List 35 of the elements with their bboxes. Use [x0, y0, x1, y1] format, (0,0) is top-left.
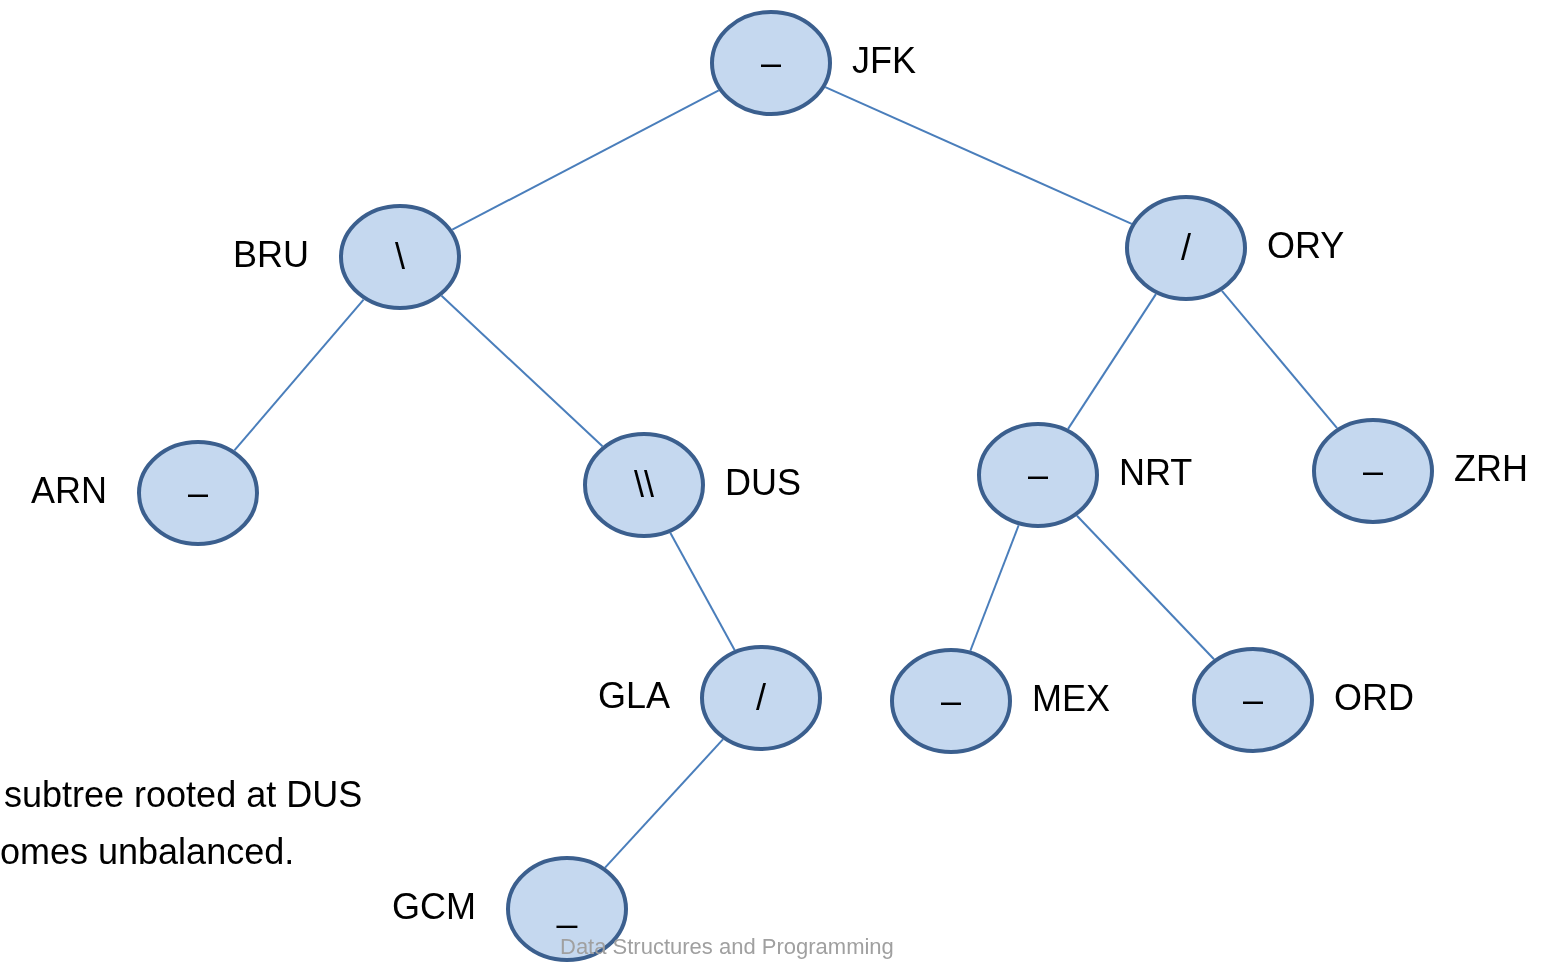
tree-edge — [1075, 514, 1216, 661]
balance-symbol: – — [187, 475, 209, 511]
node-label: DUS — [725, 463, 801, 503]
balance-symbol: – — [1242, 682, 1264, 718]
balance-symbol: – — [940, 683, 962, 719]
note-text: omes unbalanced. — [0, 832, 295, 872]
tree-edge — [1220, 289, 1339, 430]
footer-text: Data Structures and Programming — [560, 934, 894, 960]
node-label: MEX — [1032, 679, 1110, 719]
tree-edge — [440, 294, 604, 448]
balance-symbol: – — [1027, 457, 1049, 493]
tree-edge — [969, 524, 1020, 652]
node-label: ORD — [1334, 678, 1414, 718]
balance-symbol: – — [760, 45, 782, 81]
node-label: GCM — [392, 887, 476, 927]
balance-symbol: / — [755, 680, 767, 716]
tree-edge — [669, 531, 736, 652]
node-label: ZRH — [1454, 449, 1528, 489]
tree-edge — [233, 298, 365, 452]
balance-symbol: \ — [394, 239, 406, 275]
balance-symbol: \\ — [633, 467, 655, 503]
node-label: ARN — [31, 471, 107, 511]
tree-edge — [604, 738, 724, 869]
node-label: JFK — [852, 41, 916, 81]
balance-symbol: / — [1180, 230, 1192, 266]
balance-symbol: _ — [555, 891, 579, 927]
tree-edge — [824, 86, 1133, 225]
node-label: BRU — [233, 235, 309, 275]
tree-edge — [1067, 293, 1157, 430]
note-text: subtree rooted at DUS — [4, 775, 363, 815]
balance-symbol: – — [1362, 453, 1384, 489]
node-label: GLA — [597, 676, 670, 716]
tree-edge — [451, 89, 720, 231]
node-label: ORY — [1267, 226, 1345, 266]
node-label: NRT — [1119, 453, 1193, 493]
